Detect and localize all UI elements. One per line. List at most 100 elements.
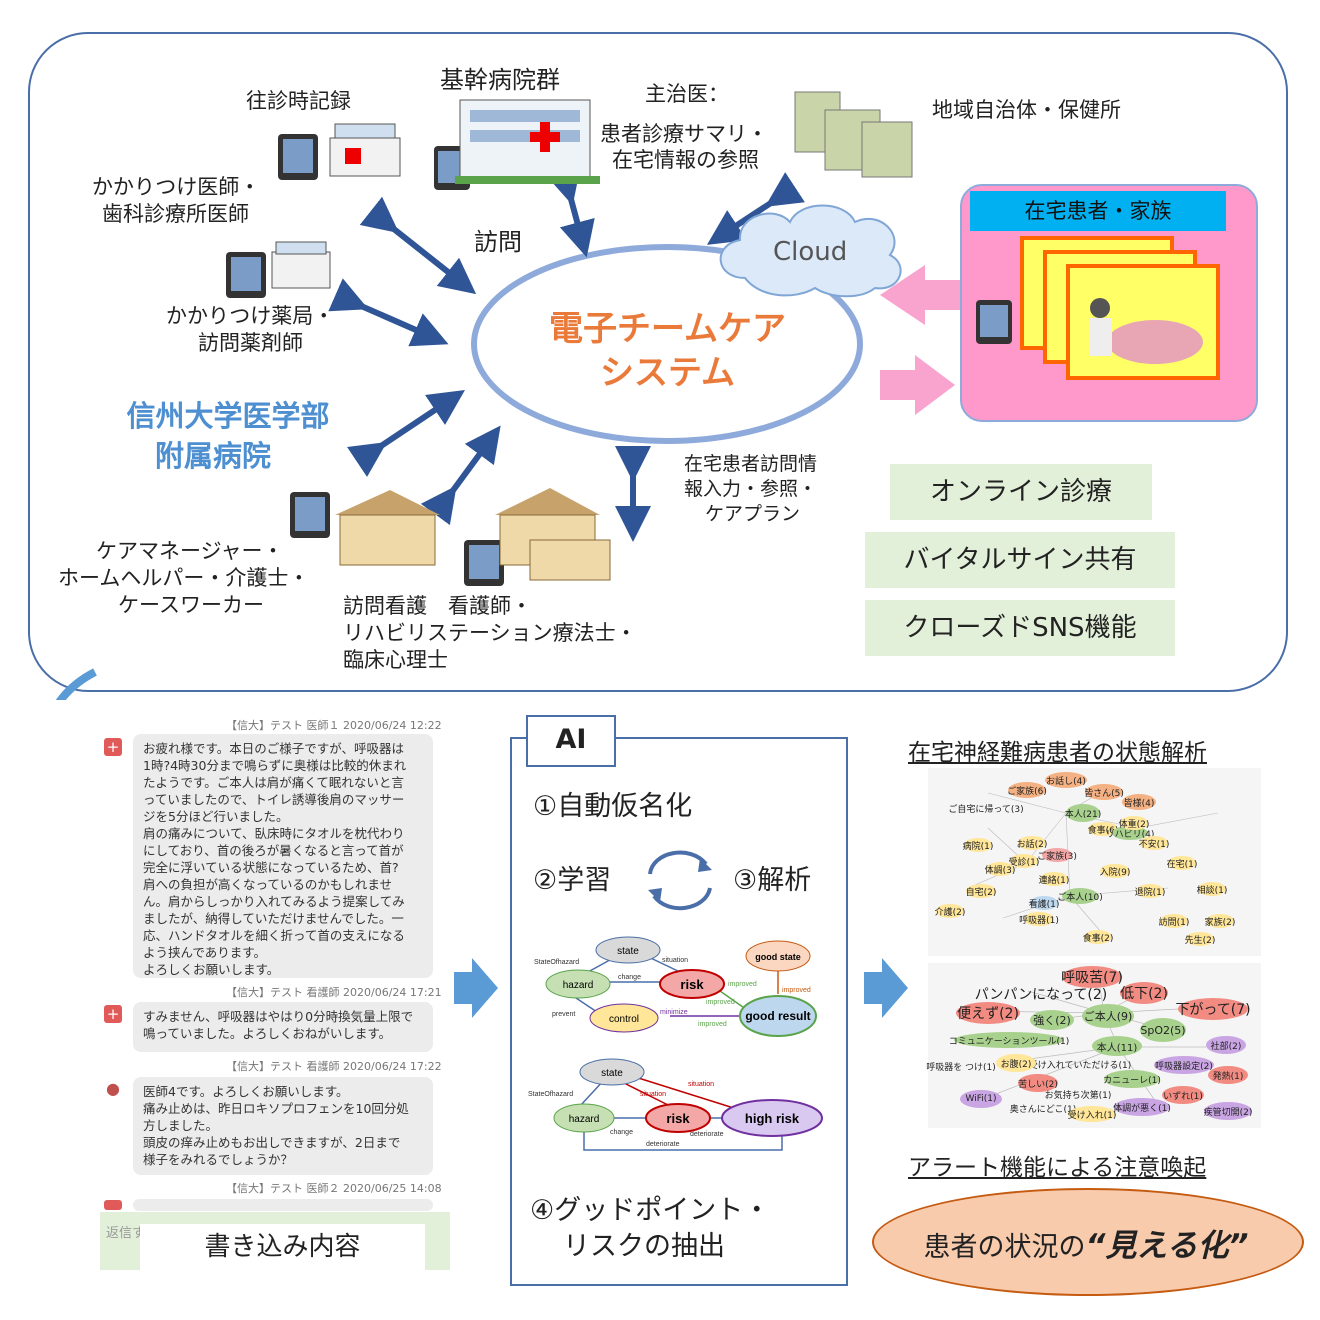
feature-vital-sign-sharing: バイタルサイン共有 (865, 532, 1175, 588)
node-risk (659, 969, 725, 999)
nurse-line-1: 訪問看護 看護師・ (343, 594, 532, 618)
graph-node: 疾管切開(2) (1204, 1102, 1252, 1120)
chat-message-4 (133, 1199, 433, 1211)
cycle-icon (648, 850, 712, 911)
graph-node: 連絡(1) (1039, 872, 1069, 886)
pink-arrow-right (880, 355, 955, 415)
graph-node: ご本人(9) (1082, 1004, 1134, 1028)
center-title-line-2: システム (600, 353, 735, 393)
right-arrow-2 (864, 958, 908, 1018)
hospital-group-label: 基幹病院群 (440, 66, 560, 94)
care-line-3: ケースワーカー (118, 593, 264, 617)
node-high-risk (721, 1099, 823, 1137)
chat-caption: 書き込み内容 (140, 1224, 425, 1270)
plus-icon: + (104, 738, 122, 756)
node-high-risk-label: high risk (745, 1111, 800, 1126)
graph-node: 受け入れ(1) (1068, 1106, 1116, 1122)
pharmacy-line-2: 訪問薬剤師 (198, 331, 303, 355)
chat-message-3: 医師4です。よろしくお願いします。 痛み止めは、昨日ロキソプロフェンを10回分処… (133, 1077, 433, 1175)
attending-title: 主治医： (645, 82, 729, 106)
user-icon: ● (106, 1079, 120, 1098)
care-line-2: ホームヘルパー・介護士・ (58, 566, 310, 590)
right-arrow-1 (454, 958, 498, 1018)
node-state (595, 936, 661, 964)
graph-node: 受け入れていただける(1) (1028, 1060, 1132, 1071)
graph-node: お気持ち次第(1) (1044, 1090, 1112, 1101)
node-state-label: state (617, 946, 639, 957)
edge-label: situation (688, 1081, 714, 1088)
tablet-icon (290, 492, 330, 538)
edge-label: improved (782, 987, 811, 994)
node-control (589, 1003, 659, 1033)
reply-placeholder: 返信す (106, 1226, 146, 1241)
graph-node: 体調が悪く(1) (1113, 1098, 1171, 1116)
arrow-pharmacy (328, 278, 449, 347)
cloud-shape (719, 204, 902, 298)
clinic-building-icon (329, 123, 401, 177)
feature-online-consultation: オンライン診療 (890, 464, 1152, 520)
home-info-line-1: 在宅患者訪問情 (684, 453, 818, 475)
edge-label: change (618, 974, 641, 981)
graph-node: 介護(2) (935, 904, 965, 918)
risk-diagram: state hazard risk high risk StateOfhazar… (528, 1058, 823, 1151)
cloud-label: Cloud (773, 237, 848, 267)
attending-line-2: 在宅情報の参照 (612, 148, 759, 172)
graph-node: 食事(2) (1083, 930, 1113, 944)
graph-node: 皆様(4) (1122, 794, 1156, 810)
graph-node: 呼吸苦(7) (1061, 966, 1123, 988)
graph-node: ご家族(6) (1007, 782, 1047, 798)
chat-meta-3: 【信大】テスト 看護師 2020/06/24 17:22 (226, 1060, 442, 1073)
panel-arrows (454, 958, 908, 1018)
edge-label: prevent (552, 1011, 575, 1018)
university-line-1: 信州大学医学部 (126, 399, 330, 433)
node-risk-label: risk (666, 1111, 690, 1126)
graph-node: 受診(1) (1009, 854, 1039, 868)
edge-label: deteriorate (646, 1141, 680, 1148)
tablet-icon (278, 134, 318, 180)
care-line-1: ケアマネージャー・ (96, 539, 284, 563)
graph-node: 皆さん(5) (1084, 784, 1124, 800)
edge-label: StateOfhazard (528, 1091, 573, 1098)
graph-node: ご本人(10) (1057, 888, 1103, 904)
chat-message-2: すみません、呼吸器はやはり0分時換気量上限で 鳴っていました。よろしくおねがいし… (133, 1002, 433, 1052)
chat-meta-1: 【信大】テスト 医師１ 2020/06/24 12:22 (226, 719, 442, 732)
edge-label: improved (728, 981, 757, 988)
node-control-label: control (609, 1014, 639, 1025)
plus-icon: + (104, 1005, 122, 1023)
graph-node: お話(2) (1017, 836, 1047, 850)
node-hazard (553, 1103, 615, 1133)
graph-node: 呼吸器(1) (1019, 912, 1059, 926)
ai-step-3: ③解析 (733, 865, 812, 896)
alert-title: アラート機能による注意喚起 (908, 1155, 1207, 1181)
graph-node: 発熱(1) (1208, 1066, 1248, 1084)
attending-line-1: 患者診療サマリ・ (600, 122, 768, 146)
pharmacy-line-1: かかりつけ薬局・ (166, 304, 335, 328)
house-icon (335, 490, 440, 566)
analysis-title: 在宅神経難病患者の状態解析 (908, 740, 1207, 766)
graph-node: コミュニケーションツール(1) (949, 1032, 1069, 1048)
graph-node: お話し(4) (1045, 772, 1087, 788)
top-arrows-layer (55, 165, 960, 700)
graph-node: 退院(1) (1135, 884, 1165, 898)
network-graph-1 (928, 768, 1261, 956)
edge-label: situation (662, 957, 688, 964)
graph-node: 強く(2) (1030, 1010, 1074, 1030)
top-icons-layer (226, 91, 913, 586)
graph-node: 入院(9) (1100, 864, 1130, 878)
down-curve-arrow (55, 668, 97, 700)
center-title-line-1: 電子チームケア (549, 309, 786, 349)
graph-node: 社部(2) (1206, 1036, 1246, 1054)
graph-node: 先生(2) (1185, 932, 1215, 946)
edge-label: deteriorate (690, 1131, 724, 1138)
ai-step-1: ①自動仮名化 (533, 791, 693, 822)
node-hazard (545, 969, 611, 999)
arrow-university (347, 390, 465, 477)
graph-node: 相談(1) (1197, 882, 1227, 896)
graph-node: WiFi(1) (960, 1090, 1002, 1108)
tablet-icon (226, 252, 266, 298)
node-good-result-label: good result (745, 1009, 810, 1023)
chat-message-1: お疲れ様です。本日のご様子ですが、呼吸器は 1時?4時30分まで鳴らずに奥様は比… (133, 734, 433, 978)
graph-node: ご自宅に帰って(3) (948, 804, 1024, 815)
family-doctor-line-2: 歯科診療所医師 (102, 202, 249, 226)
graph-node: 苦しい(2) (1018, 1074, 1058, 1092)
